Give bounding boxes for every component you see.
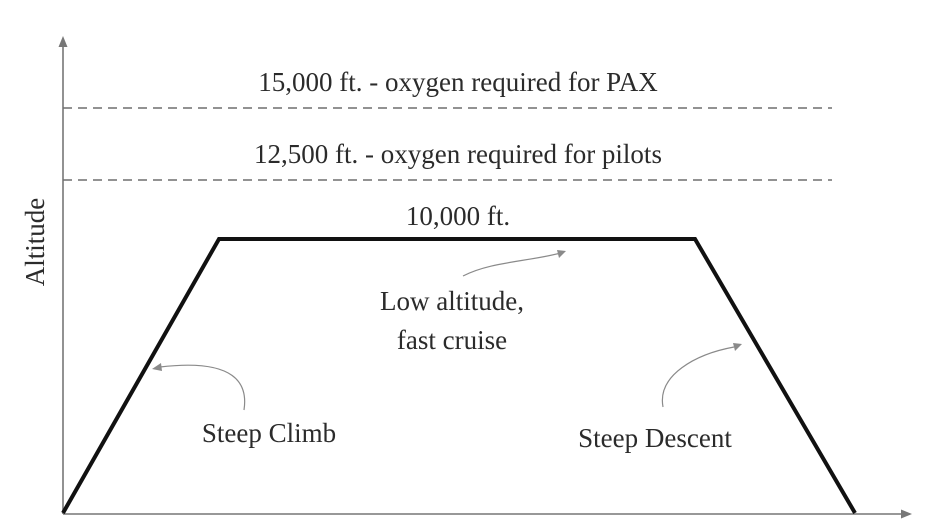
cruise-annotation-line-1: Low altitude, — [380, 286, 524, 316]
cruise-pointer-arrowhead — [557, 250, 566, 258]
y-axis-arrowhead — [58, 36, 68, 47]
pax-oxygen-limit-label: 15,000 ft. - oxygen required for PAX — [258, 67, 658, 97]
climb-annotation: Steep Climb — [202, 418, 336, 448]
cruise-altitude-label: 10,000 ft. — [406, 201, 510, 231]
descent-annotation: Steep Descent — [578, 423, 732, 453]
climb-pointer-arrow — [159, 364, 246, 411]
y-axis-label: Altitude — [20, 198, 50, 287]
cruise-pointer-arrow — [462, 252, 562, 277]
climb-pointer-arrowhead — [152, 363, 162, 371]
x-axis-arrowhead — [901, 509, 912, 519]
cruise-annotation-line-2: fast cruise — [397, 325, 507, 355]
flight-profile-line — [61, 237, 857, 515]
pilot-oxygen-limit-label: 12,500 ft. - oxygen required for pilots — [254, 139, 662, 169]
descent-pointer-arrowhead — [733, 343, 742, 351]
descent-pointer-arrow — [661, 346, 735, 408]
